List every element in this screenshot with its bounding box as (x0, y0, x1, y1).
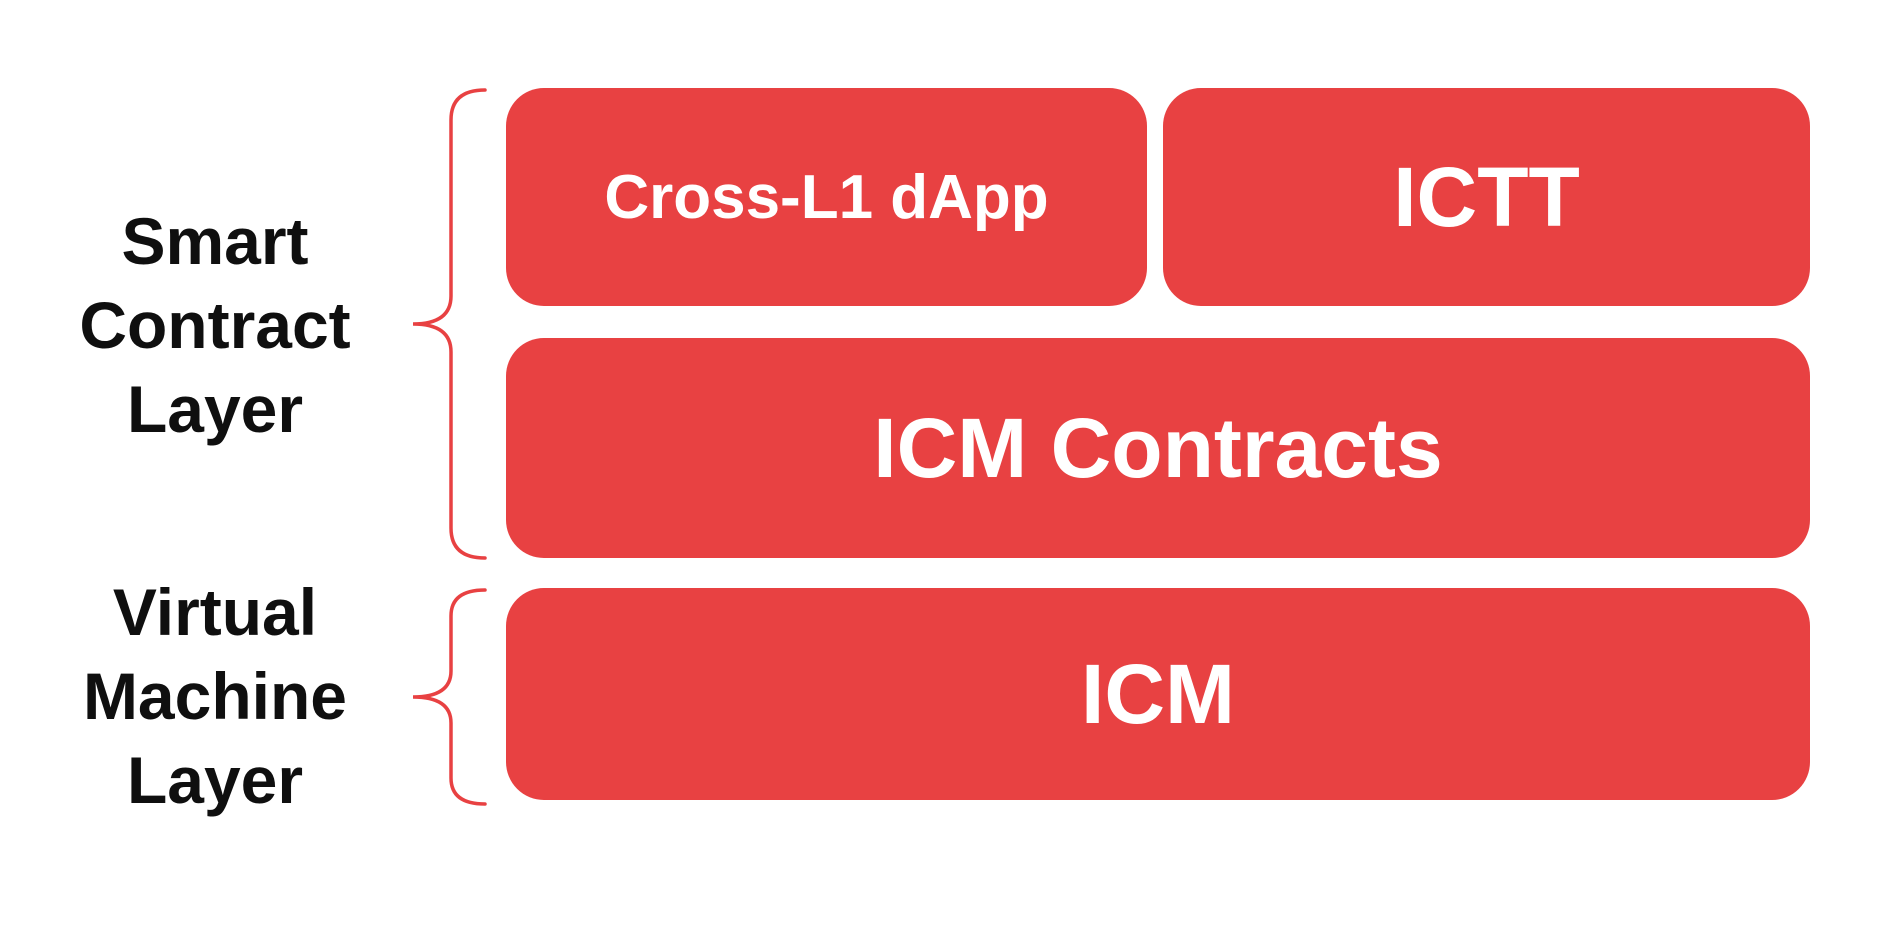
ictt-block: ICTT (1163, 88, 1810, 306)
ictt-block-label: ICTT (1393, 149, 1580, 244)
icm-block-label: ICM (1081, 646, 1235, 741)
smart-contract-brace-icon (412, 88, 487, 560)
icm-contracts-block-label: ICM Contracts (873, 400, 1443, 495)
virtual-machine-layer-label-line-2: Machine (82, 659, 348, 733)
virtual-machine-layer-label-line-1: Virtual (112, 575, 318, 649)
icm-block: ICM (506, 588, 1810, 800)
virtual-machine-layer-label-line-3: Layer (126, 743, 304, 817)
smart-contract-layer-label: Smart Contract Layer (15, 199, 415, 451)
smart-contract-layer-label-line-2: Contract (79, 288, 351, 362)
cross-l1-dapp-block-label: Cross-L1 dApp (604, 162, 1049, 232)
virtual-machine-brace-icon (412, 588, 487, 806)
cross-l1-dapp-block: Cross-L1 dApp (506, 88, 1147, 306)
smart-contract-layer-label-line-1: Smart (121, 204, 309, 278)
smart-contract-layer-label-line-3: Layer (126, 372, 304, 446)
icm-contracts-block: ICM Contracts (506, 338, 1810, 558)
virtual-machine-layer-label: Virtual Machine Layer (15, 570, 415, 822)
